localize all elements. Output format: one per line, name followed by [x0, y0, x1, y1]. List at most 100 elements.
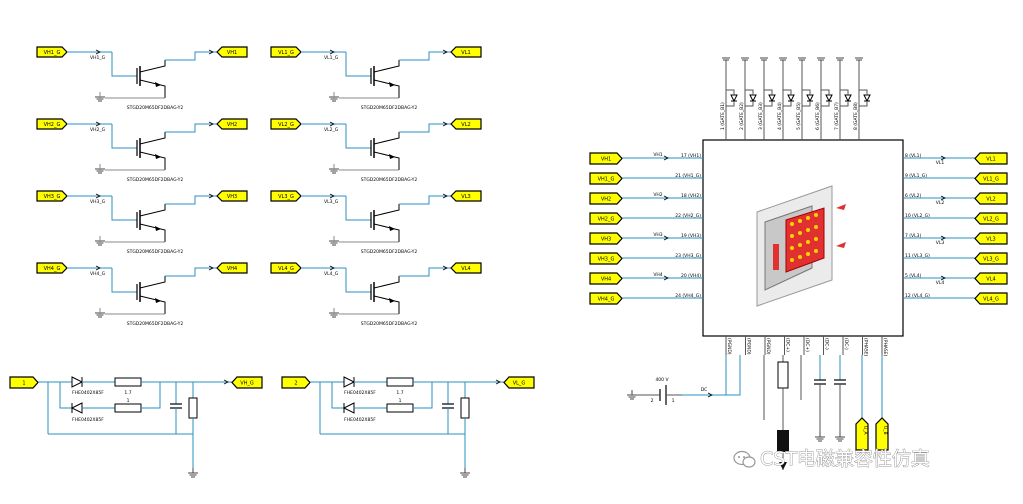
gate-output-port: VH_G — [231, 376, 263, 389]
bond-pad — [814, 225, 818, 229]
module-net-label: VH3 — [653, 232, 662, 238]
diode-symbol — [70, 402, 83, 414]
port-label: VL4_G — [278, 266, 294, 272]
driver-net-label: VH3_G — [90, 199, 106, 205]
resistor-symbol — [777, 361, 789, 389]
bottom-port-1: U_A — [855, 417, 869, 451]
port-shape — [974, 192, 1008, 205]
bottom-port-2: U_B — [875, 417, 889, 451]
port-label: VH1_G — [598, 176, 615, 182]
wire — [399, 123, 451, 133]
igbt-collector — [139, 132, 166, 145]
module-pin-label: 8 (VL1) — [905, 153, 921, 159]
diode-symbol — [787, 94, 795, 103]
wire — [165, 195, 217, 205]
module-net-label: VL4 — [936, 280, 945, 286]
igbt-arrow — [155, 298, 161, 303]
module-left-port: VH3 — [589, 232, 623, 245]
module-pin-label: 17 (VH1) — [681, 153, 701, 159]
wire — [111, 196, 137, 221]
igbt-collector — [373, 276, 400, 289]
module-pin-label: 23 (VH3_G) — [675, 253, 701, 259]
port-label: VL1_G — [278, 50, 294, 56]
module-right-port: VL4_G — [974, 292, 1008, 305]
wire — [111, 124, 137, 149]
bond-pad — [798, 219, 802, 223]
driver-output-port: VH3 — [216, 190, 248, 202]
signal-arrow — [95, 265, 101, 271]
signal-arrow — [208, 49, 214, 55]
signal-arrow — [208, 265, 214, 271]
bond-pad — [806, 228, 810, 232]
module-lead — [836, 242, 846, 248]
port-label: VH3 — [227, 194, 237, 200]
bond-pad — [806, 252, 810, 256]
port-shape — [36, 118, 68, 130]
gate-output-port: VL_G — [503, 376, 535, 389]
port-label: VL3 — [461, 194, 470, 200]
signal-arrow — [663, 235, 669, 241]
signal-arrow — [95, 49, 101, 55]
diode-wire — [764, 101, 773, 107]
port-shape — [589, 192, 623, 205]
signal-arrow — [329, 193, 335, 199]
connector-block — [777, 430, 789, 452]
top-pin-label: 5 (GATE_B5) — [796, 102, 802, 130]
signal-arrow — [95, 121, 101, 127]
top-pin-label: 7 (GATE_B7) — [834, 102, 840, 130]
port-shape — [974, 272, 1008, 285]
diode-symbol — [768, 94, 776, 103]
port-label: VL2_G — [278, 122, 294, 128]
signal-arrow — [442, 265, 448, 271]
driver-net-label: VH4_G — [90, 271, 106, 277]
port-shape — [589, 152, 623, 165]
signal-arrow — [329, 49, 335, 55]
diode-wire — [726, 101, 735, 107]
top-pin-label: 3 (GATE_B3) — [758, 102, 764, 130]
port-label: VH4_G — [598, 296, 615, 302]
signal-arrow — [223, 379, 229, 385]
module-3d-view — [756, 185, 846, 307]
module-left-port: VH2_G — [589, 212, 623, 225]
module-net-label: VL1 — [936, 160, 945, 166]
signal-arrow — [663, 155, 669, 161]
port-shape — [974, 212, 1008, 225]
port-shape — [36, 46, 68, 58]
igbt-part-label: STGD20M65DF2DBAG-Y2 — [127, 177, 184, 183]
wire — [59, 382, 72, 409]
top-pin-1: 1 (GATE_B1) — [720, 57, 738, 140]
signal-arrow — [329, 265, 335, 271]
module-pin-label: 11 (VL3_G) — [905, 253, 930, 259]
signal-arrow — [940, 235, 946, 241]
bottom-pin-label: (PHASE) — [863, 338, 869, 357]
wire — [399, 195, 451, 205]
port-shape — [589, 292, 623, 305]
top-pin-label: 8 (GATE_B8) — [853, 102, 859, 130]
port-shape — [450, 190, 482, 202]
igbt-collector — [373, 60, 400, 73]
module-pin-label: 10 (VL2_G) — [905, 213, 930, 219]
bottom-pin-label: (PHASE) — [882, 338, 888, 357]
port-shape — [855, 417, 869, 451]
port-label: VH1 — [601, 156, 611, 162]
module-right-port: VL1 — [974, 152, 1008, 165]
resistor-label: 1.7 — [124, 390, 131, 396]
port-shape — [36, 262, 68, 274]
module-left-port: VH4 — [589, 272, 623, 285]
ground-symbol — [188, 468, 198, 478]
igbt-emitter — [373, 295, 400, 314]
port-label: VH3_G — [598, 256, 615, 262]
top-pin-6: 6 (GATE_B6) — [815, 57, 833, 140]
top-pin-label: 6 (GATE_B6) — [815, 102, 821, 130]
bond-pad — [790, 234, 794, 238]
igbt-arrow — [389, 226, 395, 231]
port-shape — [974, 232, 1008, 245]
source-net-label: DC — [701, 387, 708, 393]
bond-pad — [806, 240, 810, 244]
driver-input-port: VH4_G — [36, 262, 68, 274]
port-label: VL3_G — [278, 194, 294, 200]
igbt-part-label: STGD20M65DF2DBAG-Y2 — [361, 177, 418, 183]
port-shape — [589, 232, 623, 245]
